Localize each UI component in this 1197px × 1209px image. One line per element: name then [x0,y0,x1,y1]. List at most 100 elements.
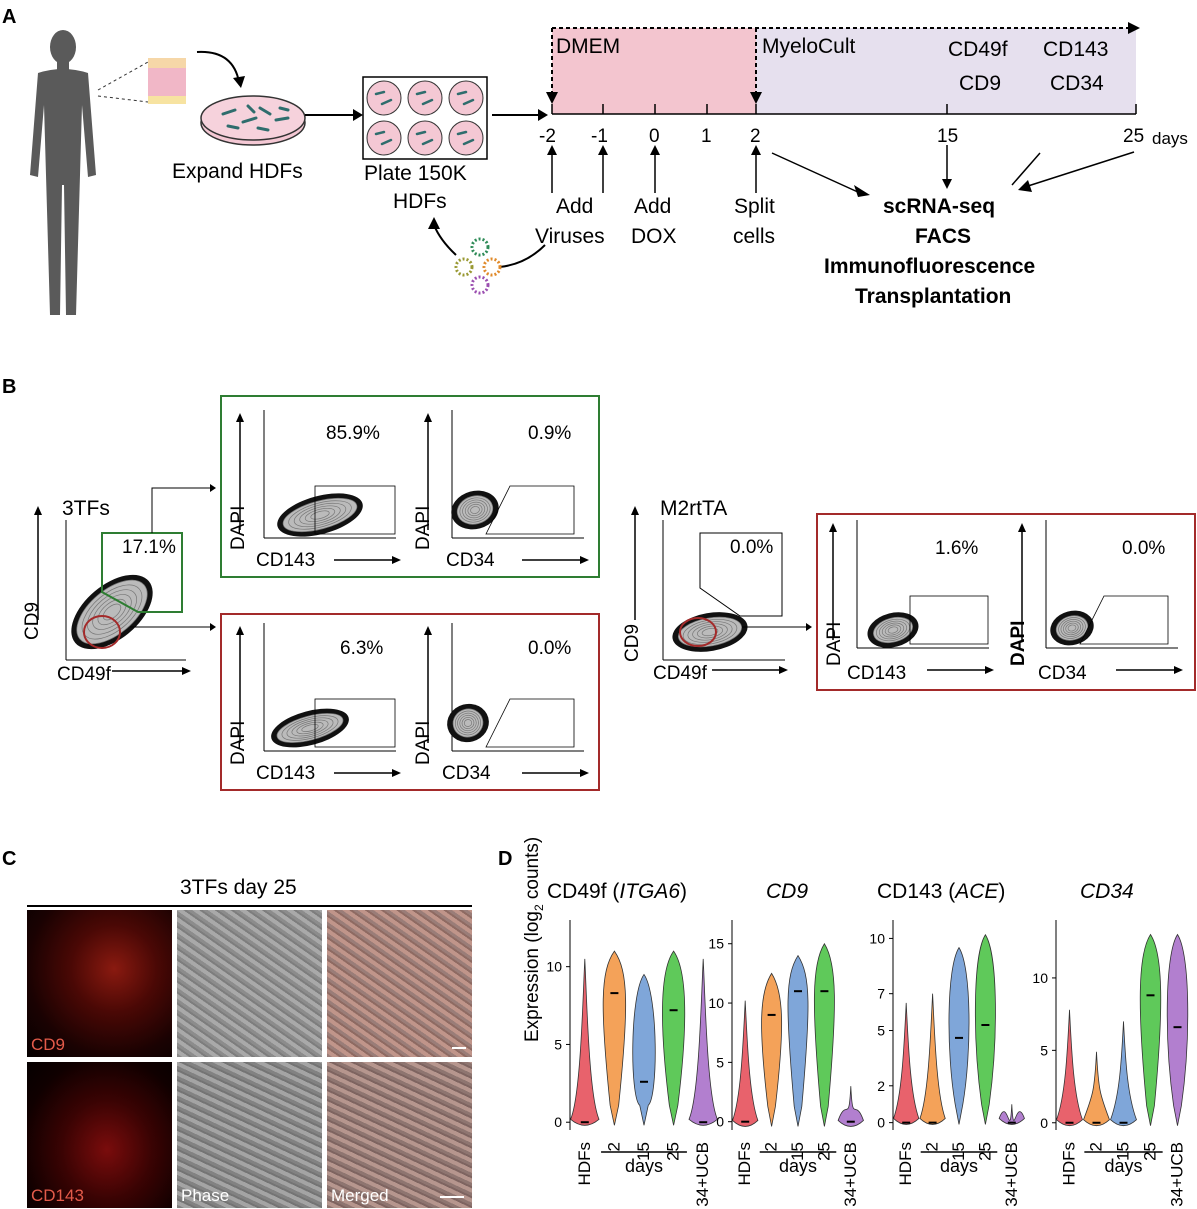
gate [909,595,989,645]
axis-label-cd49f: CD49f [57,664,111,685]
population-contour [1062,620,1082,636]
myelocult-region [756,28,1136,114]
readout-label: scRNA-seq [883,195,996,218]
plate-label-1: Plate 150K [364,162,467,185]
virus-particles-icon [428,217,546,295]
population-contour [1065,622,1079,634]
population-contour [291,719,329,737]
population-contour [282,497,358,533]
gate [314,485,396,535]
step-label: Viruses [535,225,605,248]
violin [837,1086,864,1127]
violin [919,993,946,1125]
readout-label: Transplantation [855,285,1012,308]
x-tick-label: 34+UCB [1168,1142,1187,1207]
axis-label-dapi: DAPI [824,621,845,666]
red-gate-box [220,613,600,791]
x-tick-label: 2 [604,1142,623,1151]
tick-label: 15 [937,126,959,147]
connector-head [806,623,812,631]
tick-label: 0 [649,126,660,147]
y-tick-label: 7 [877,986,885,1002]
panel-c-title: 3TFs day 25 [180,876,297,899]
days-label: days [1152,129,1188,148]
population-contour [459,714,477,732]
y-tick-label: 10 [708,995,724,1011]
axis-arrow-head [34,506,42,515]
population-contour [462,499,488,521]
axis-label-cd9: CD9 [22,601,43,640]
axis-label-dapi: DAPI [413,720,434,765]
days-label: days [625,1156,663,1176]
step-label: cells [733,225,776,248]
y-tick-label: 0 [877,1115,885,1131]
violin [1139,933,1162,1126]
y-tick-label: 10 [869,930,885,946]
panel-label-a: A [2,6,17,28]
gate-green [101,532,183,613]
axis-label-dapi: DAPI [228,720,249,765]
population-contour [467,503,483,517]
population-contour [697,625,723,639]
violin [893,1002,920,1125]
chart-title: CD49f (ITGA6) [547,880,687,903]
population-contour [299,505,341,525]
m2rtta-result-box [816,513,1196,691]
gate [1079,595,1169,645]
population-contour [470,506,480,514]
plate-label-2: HDFs [393,190,447,213]
x-tick-label: HDFs [1060,1142,1079,1185]
axis-label-cd143: CD143 [847,663,907,684]
population-contour [1055,615,1089,641]
curved-arrow-icon [196,50,245,88]
x-tick-label: 2 [762,1142,781,1151]
population-contour [873,616,913,644]
flow-title-m2rtta: M2rtTA [660,497,728,520]
violin [688,958,718,1126]
population-contour [881,622,905,638]
micrograph-merged-bottom: Merged [327,1062,472,1208]
gate-percent: 1.6% [935,538,979,559]
violin [998,1104,1025,1125]
step-label: Add [556,195,594,218]
timeline-axis [546,22,1140,115]
violin [732,1000,759,1127]
marker-label: CD34 [1050,72,1104,95]
human-silhouette-icon [30,30,96,315]
step-label: Add [634,195,672,218]
arrow-icon [1018,151,1135,192]
population-contour [296,721,324,735]
population-contour [463,719,473,727]
panel-label-b: B [2,376,17,398]
timeline-event-arrows [547,145,1041,197]
expand-hdfs-label: Expand HDFs [172,160,303,183]
green-gate-box [220,395,600,578]
axis-label-cd34: CD34 [1038,663,1087,684]
population-contour [701,627,719,637]
violin [787,954,809,1127]
chart-title: CD9 [766,880,808,903]
panel-label-d: D [498,848,513,870]
micrograph-label: CD9 [31,1035,66,1054]
population-contour [281,715,339,741]
days-label: days [940,1156,978,1176]
tick-label: 25 [1123,126,1145,147]
flow-plots [34,410,1183,777]
x-tick-label: 34+UCB [1002,1142,1021,1207]
y-tick-label: 2 [877,1078,885,1094]
violin [948,946,970,1125]
population-contour [884,624,902,636]
petri-dish-icon [200,95,306,146]
tick-label: -1 [591,126,608,147]
violin [661,950,686,1126]
population-contour [454,710,482,736]
population-contour [102,603,122,621]
axis-label-dapi: DAPI [1008,620,1029,666]
axis-label-cd143: CD143 [256,550,316,571]
tick-label: -2 [539,126,556,147]
violin [1110,1021,1137,1127]
y-tick-label: 5 [554,1036,562,1052]
axis-arrow-head [236,413,244,422]
population-contour [457,712,479,734]
axis-label-cd49f: CD49f [653,663,707,684]
